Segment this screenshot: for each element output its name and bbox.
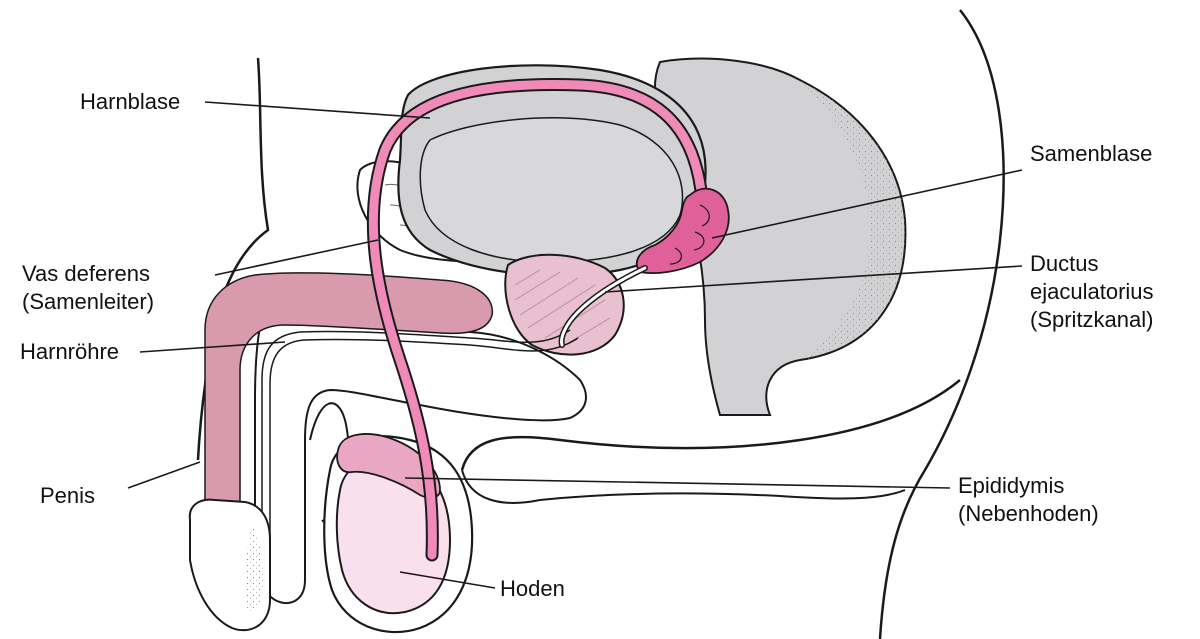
bladder-inner	[419, 117, 684, 263]
label-vas-deferens: Vas deferens (Samenleiter)	[22, 261, 155, 314]
label-harnblase: Harnblase	[80, 89, 181, 114]
glans-stipple	[245, 525, 264, 612]
perineum-outline	[460, 379, 961, 471]
label-ductus-ejaculatorius: Ductus ejaculatorius (Spritzkanal)	[1030, 251, 1154, 332]
label-hoden: Hoden	[500, 576, 565, 601]
rectum-stipple	[800, 80, 906, 360]
body-outline-back	[878, 9, 1005, 639]
vas-deferens-duct-fill	[368, 79, 707, 560]
thigh-outline	[461, 469, 906, 504]
label-epididymis: Epididymis (Nebenhoden)	[958, 473, 1099, 526]
label-samenblase: Samenblase	[1030, 141, 1153, 166]
leader-harnroehre	[139, 341, 286, 353]
leader-harnblase	[204, 101, 431, 119]
label-harnroehre: Harnröhre	[20, 339, 120, 364]
label-penis: Penis	[40, 483, 96, 508]
leader-epididymis	[404, 477, 951, 489]
body-outline-front	[196, 57, 270, 461]
leader-samenblase	[711, 169, 1023, 239]
seminal-vesicle-folds	[669, 204, 710, 265]
leader-vas-deferens	[214, 239, 379, 276]
prostate-hatch	[514, 269, 611, 346]
leader-ductus	[604, 265, 1023, 293]
leader-penis	[127, 461, 201, 489]
ejaculatory-duct-fill	[560, 266, 647, 347]
leader-hoden	[399, 571, 496, 589]
